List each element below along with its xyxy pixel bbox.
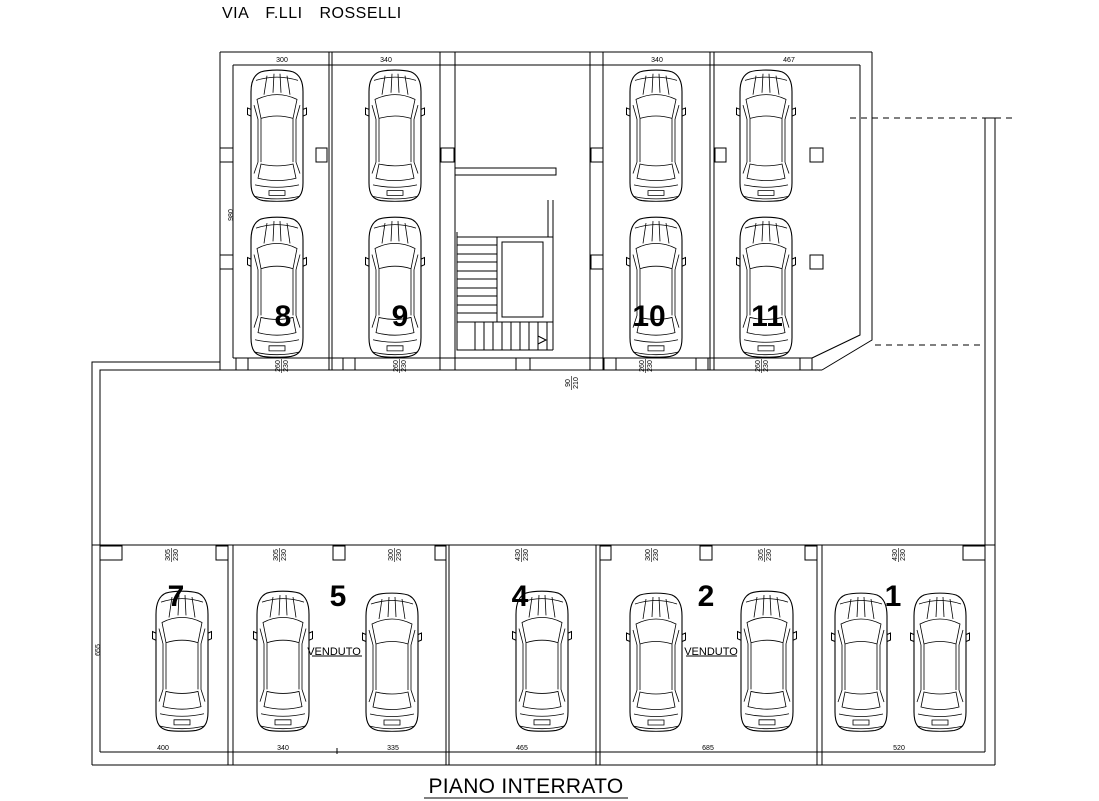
stair-door-height: 210 xyxy=(573,377,580,389)
box-width-dimension: 340 xyxy=(380,57,392,64)
sold-label: VENDUTO xyxy=(307,646,361,658)
car-icon xyxy=(736,216,796,358)
door-width: 305 xyxy=(165,549,172,561)
box-number: 5 xyxy=(330,580,347,613)
structural-pillars xyxy=(99,147,986,561)
parking-box-11: 467 11 260 230 xyxy=(736,57,796,373)
parking-box-7: 305 230 7 400 xyxy=(152,548,212,752)
car-icon xyxy=(365,216,425,358)
car-icon xyxy=(910,592,970,732)
car-icon xyxy=(736,69,796,202)
door-dimension: 430 230 xyxy=(515,548,530,562)
parking-box-10: 340 10 260 230 xyxy=(626,57,686,373)
door-height: 230 xyxy=(766,549,773,561)
property-dashed-lines xyxy=(850,117,1015,346)
lower-depth-dimension: 655 xyxy=(95,644,102,656)
stair-door-width: 90 xyxy=(565,379,572,387)
parking-box-9: 340 9 260 230 xyxy=(365,57,425,373)
door-dimension: 300 230 xyxy=(645,548,660,562)
box-number: 10 xyxy=(632,300,665,333)
box-width-dimension: 335 xyxy=(387,745,399,752)
door-height: 230 xyxy=(763,360,770,372)
parking-box-5: 305 230 300 230 5 VENDUTO 340 335 xyxy=(253,548,422,752)
box-width-dimension: 300 xyxy=(276,57,288,64)
door-dimension: 260 230 xyxy=(755,359,770,373)
door-width: 260 xyxy=(275,360,282,372)
sold-label: VENDUTO xyxy=(684,646,738,658)
door-width: 305 xyxy=(273,549,280,561)
door-height: 230 xyxy=(173,549,180,561)
box-number: 8 xyxy=(275,300,292,333)
box-width-dimension: 340 xyxy=(277,745,289,752)
car-icon xyxy=(247,69,307,202)
driveway-right-boundary xyxy=(984,117,996,765)
door-height: 230 xyxy=(653,549,660,561)
door-height: 230 xyxy=(281,549,288,561)
car-icon xyxy=(365,69,425,202)
door-height: 230 xyxy=(283,360,290,372)
box-width-dimension: 520 xyxy=(893,745,905,752)
stair-door-dimension: 90 210 xyxy=(565,376,580,390)
box-width-dimension: 467 xyxy=(783,57,795,64)
box-number: 11 xyxy=(751,300,783,333)
car-icon xyxy=(247,216,307,358)
door-height: 230 xyxy=(523,549,530,561)
door-width: 260 xyxy=(639,360,646,372)
box-number: 2 xyxy=(698,580,715,613)
driveway-left-boundary xyxy=(91,361,220,765)
door-width: 305 xyxy=(758,549,765,561)
car-icon xyxy=(737,590,797,732)
door-dimension: 260 230 xyxy=(639,359,654,373)
door-height: 230 xyxy=(396,549,403,561)
door-dimension: 300 230 xyxy=(388,548,403,562)
box-width-dimension: 685 xyxy=(702,745,714,752)
parking-box-8: 300 8 260 230 xyxy=(247,57,307,373)
door-dimension: 305 230 xyxy=(758,548,773,562)
plan-title: PIANO INTERRATO xyxy=(428,775,623,798)
door-width: 300 xyxy=(645,549,652,561)
car-icon xyxy=(253,590,313,732)
door-dimension: 305 230 xyxy=(165,548,180,562)
door-width: 300 xyxy=(388,549,395,561)
parking-box-1: 430 230 1 520 xyxy=(831,548,970,752)
box-number: 1 xyxy=(885,580,902,613)
parking-box-2: 300 230 305 230 2 VENDUTO 685 xyxy=(626,548,797,752)
door-height: 230 xyxy=(900,549,907,561)
door-width: 430 xyxy=(515,549,522,561)
door-dimension: 260 230 xyxy=(275,359,290,373)
upper-depth-dimension: 980 xyxy=(228,209,235,221)
door-dimension: 430 230 xyxy=(892,548,907,562)
door-width: 260 xyxy=(393,360,400,372)
car-icon xyxy=(626,216,686,358)
street-label: VIA F.LLI ROSSELLI xyxy=(222,5,402,22)
box-width-dimension: 465 xyxy=(516,745,528,752)
box-number: 7 xyxy=(168,580,185,613)
car-icon xyxy=(626,592,686,732)
car-icon xyxy=(362,592,422,732)
lower-block-walls xyxy=(92,544,995,766)
parking-box-4: 430 230 4 465 xyxy=(512,548,572,752)
car-icon xyxy=(831,592,891,732)
door-dimension: 260 230 xyxy=(393,359,408,373)
box-number: 4 xyxy=(512,580,529,613)
staircase xyxy=(455,167,557,351)
door-height: 230 xyxy=(647,360,654,372)
box-width-dimension: 340 xyxy=(651,57,663,64)
door-dimension: 305 230 xyxy=(273,548,288,562)
door-width: 260 xyxy=(755,360,762,372)
door-height: 230 xyxy=(401,360,408,372)
box-number: 9 xyxy=(392,300,409,333)
car-icon xyxy=(626,69,686,202)
box-width-dimension: 400 xyxy=(157,745,169,752)
door-width: 430 xyxy=(892,549,899,561)
